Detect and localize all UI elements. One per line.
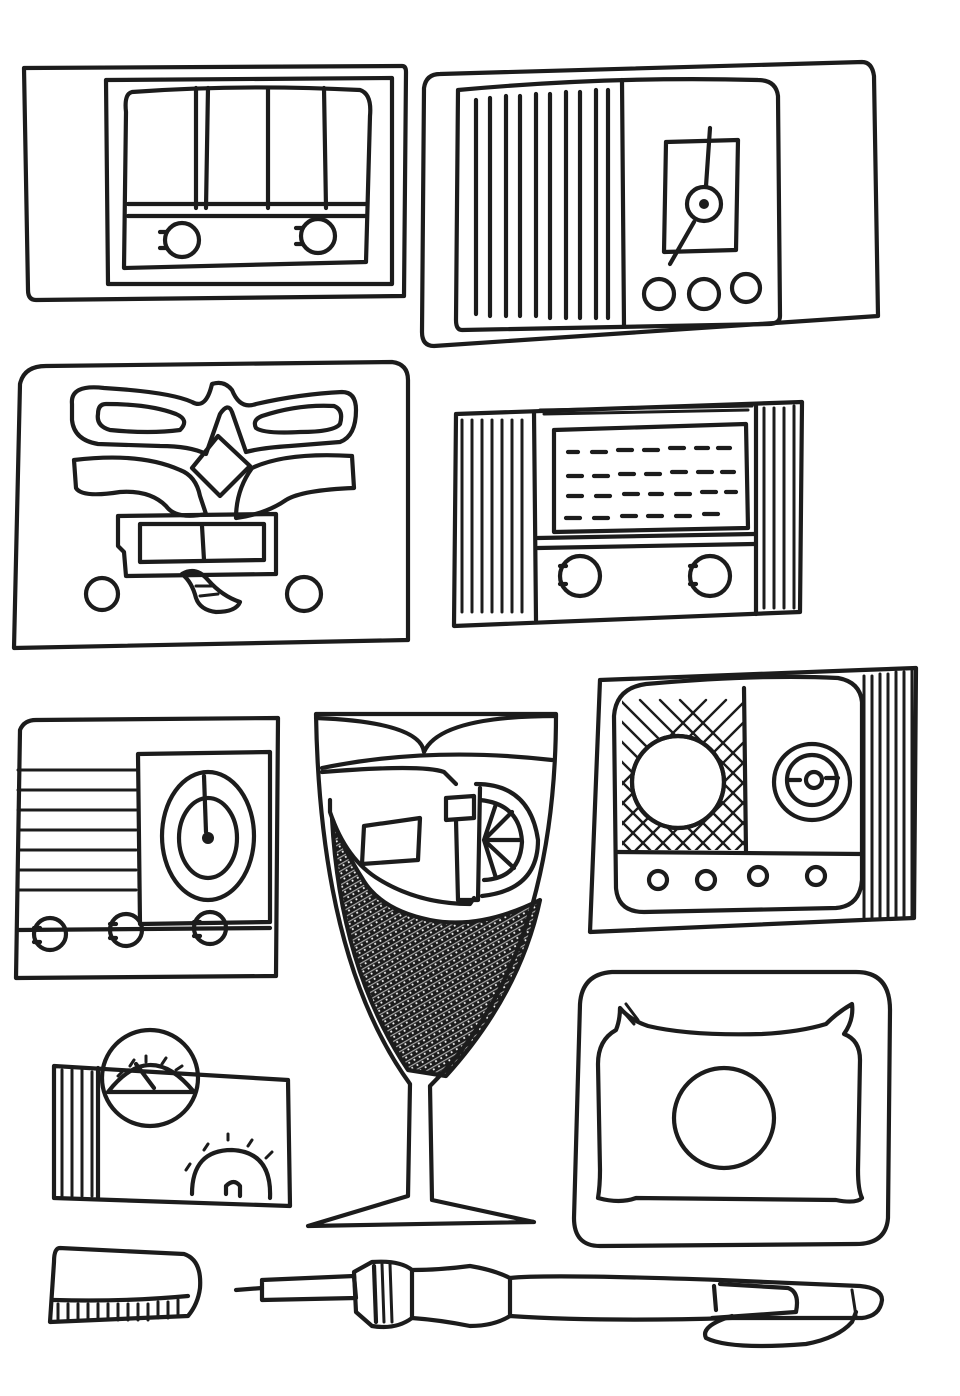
gauge-icon — [51, 1027, 293, 1209]
radio-dashed-dial-icon — [451, 399, 805, 629]
glass-icon — [305, 711, 559, 1229]
radio-ornate-front-icon — [11, 359, 411, 651]
eraser-icon — [47, 1245, 203, 1325]
pencil-icon — [233, 1259, 885, 1349]
radio-oval-dial-icon — [13, 715, 281, 981]
radio-mesh-speaker-icon — [587, 665, 919, 935]
radio-striped-speaker-icon — [419, 59, 881, 349]
pillow-icon — [571, 969, 893, 1249]
radio-grille-bars-icon — [21, 63, 409, 303]
